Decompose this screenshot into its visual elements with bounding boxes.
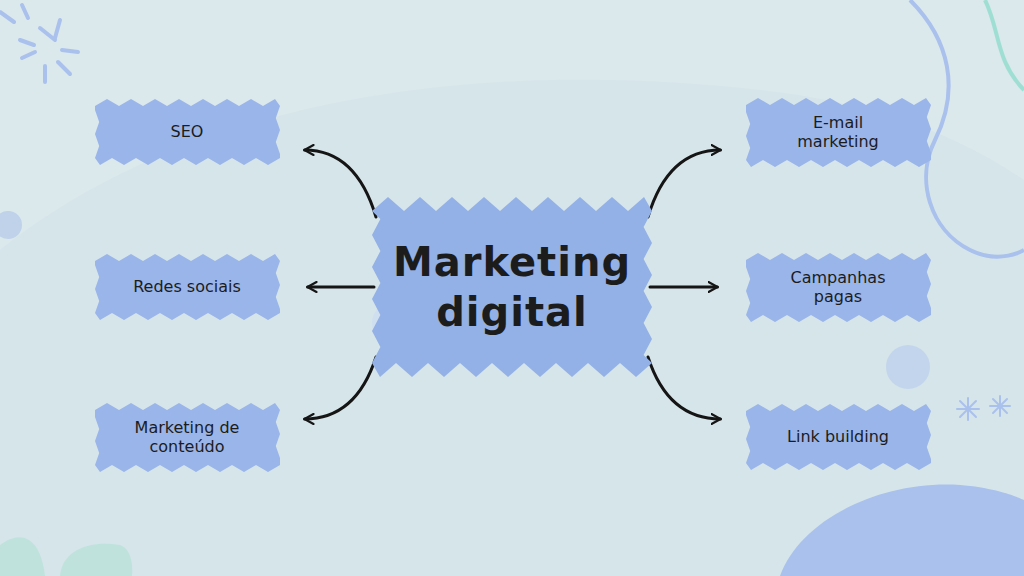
topic-box: Redes sociais <box>95 254 280 320</box>
topic-label: Campanhas pagas <box>773 268 903 306</box>
topic-label: SEO <box>171 122 204 141</box>
branch-arrow <box>648 150 721 217</box>
decor-squiggle <box>985 0 1024 90</box>
topic-label: Link building <box>787 427 889 446</box>
decor-blob <box>0 537 45 576</box>
topic-box: Marketing de conteúdo <box>95 403 280 472</box>
topic-label: Redes sociais <box>133 277 241 296</box>
decor-blob <box>60 544 132 576</box>
scribble-fill <box>372 197 652 377</box>
branch-arrow <box>305 357 377 419</box>
central-topic: Marketing digital <box>372 197 652 377</box>
topic-box: Campanhas pagas <box>746 253 931 322</box>
decor-sparkle <box>0 5 78 82</box>
branch-arrow <box>308 286 375 289</box>
topic-box: Link building <box>746 404 931 470</box>
branch-arrow <box>650 286 718 289</box>
decor-blob <box>780 485 1024 576</box>
topic-box: SEO <box>95 99 280 165</box>
branch-arrow <box>648 357 721 419</box>
central-title: Marketing digital <box>392 237 632 337</box>
branch-arrow <box>305 150 377 217</box>
topic-label: E-mail marketing <box>773 113 903 151</box>
decor-sparkle <box>957 396 1010 420</box>
topic-label: Marketing de conteúdo <box>122 418 252 456</box>
decor-dot <box>886 345 930 389</box>
background-wave <box>0 80 1024 576</box>
topic-box: E-mail marketing <box>746 98 931 167</box>
decor-dot <box>0 211 22 239</box>
